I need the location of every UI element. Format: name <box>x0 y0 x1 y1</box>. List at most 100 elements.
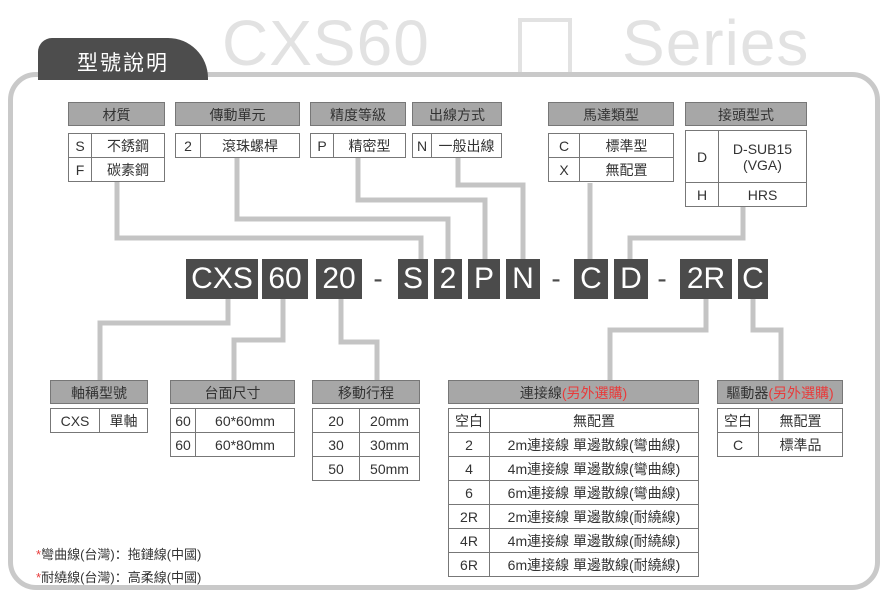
code-drive: 2 <box>434 259 462 299</box>
drive-code: 2 <box>175 133 201 158</box>
cable-title-note: (另外選購) <box>561 385 628 401</box>
cable-label: 4m連接線 單邊散線(彎曲線) <box>489 456 699 481</box>
outlet-label: 一般出線 <box>431 133 502 158</box>
cable-label: 4m連接線 單邊散線(耐繞線) <box>489 528 699 553</box>
diagram-frame <box>8 72 880 590</box>
line-precision <box>355 158 488 262</box>
line-stroke <box>338 298 380 380</box>
cable-code: 2R <box>448 504 490 529</box>
connector-label-line2: (VGA) <box>743 156 782 173</box>
table-size-code: 60 <box>170 432 196 457</box>
motor-label: 無配置 <box>579 157 674 182</box>
cable-label: 2m連接線 單邊散線(彎曲線) <box>489 432 699 457</box>
line-axis <box>97 298 231 380</box>
connector-code: H <box>685 182 719 207</box>
line-table-size <box>231 298 286 380</box>
driver-header: 驅動器(另外選購) <box>717 380 843 404</box>
stroke-label: 30mm <box>359 432 420 457</box>
motor-label: 標準型 <box>579 133 674 158</box>
tab-title: 型號說明 <box>77 52 169 75</box>
motor-code: X <box>548 157 580 182</box>
cable-code: 2 <box>448 432 490 457</box>
stroke-code: 50 <box>312 456 360 481</box>
driver-title: 驅動器 <box>726 385 769 401</box>
line-cable <box>607 298 709 380</box>
cable-code: 6 <box>448 480 490 505</box>
cable-label: 無配置 <box>489 408 699 433</box>
code-driver: C <box>738 259 768 299</box>
footnote-mark: * <box>36 570 42 585</box>
connector-label: HRS <box>718 182 807 207</box>
code-precision: P <box>468 259 500 299</box>
material-header: 材質 <box>68 102 165 126</box>
line-outlet <box>455 158 526 262</box>
connector-label: D-SUB15(VGA) <box>718 130 807 183</box>
table-row: 空白無配置 <box>717 408 843 433</box>
code-table-size: 60 <box>262 259 308 299</box>
stroke-code: 20 <box>312 408 360 433</box>
line-driver <box>750 298 784 380</box>
cable-header: 連接線(另外選購) <box>448 380 699 404</box>
driver-label: 無配置 <box>758 408 843 433</box>
driver-title-note: (另外選購) <box>768 385 834 401</box>
stroke-label: 50mm <box>359 456 420 481</box>
line-connector <box>627 207 746 262</box>
connector-code: D <box>685 130 719 183</box>
code-outlet: N <box>506 259 540 299</box>
table-row: D D-SUB15(VGA) <box>685 130 807 183</box>
code-separator: - <box>551 263 561 294</box>
outlet-code: N <box>412 133 432 158</box>
material-code: F <box>68 157 92 182</box>
cable-code: 空白 <box>448 408 490 433</box>
precision-code: P <box>310 133 334 158</box>
footnote: *耐繞線(台灣)：高柔線(中國) <box>36 567 201 586</box>
table-row: 空白無配置 <box>448 408 699 433</box>
code-connector: D <box>614 259 648 299</box>
header-tab: 型號說明 <box>38 38 208 80</box>
motor-code: C <box>548 133 580 158</box>
table-size-label: 60*80mm <box>195 432 295 457</box>
code-material: S <box>398 259 428 299</box>
table-size-label: 60*60mm <box>195 408 295 433</box>
driver-code: 空白 <box>717 408 759 433</box>
line-material <box>114 180 424 262</box>
driver-code: C <box>717 432 759 457</box>
footnote-mark: * <box>36 547 42 562</box>
cable-title: 連接線 <box>519 385 562 401</box>
footnote-text: 彎曲線(台灣)：拖鏈線(中國) <box>41 547 202 562</box>
stroke-header: 移動行程 <box>312 380 420 404</box>
code-stroke: 20 <box>316 259 362 299</box>
series-title-suffix: Series <box>622 7 810 79</box>
table-size-code: 60 <box>170 408 196 433</box>
code-series: CXS <box>186 259 258 299</box>
axis-code: CXS <box>50 408 100 433</box>
code-cable: 2R <box>680 259 732 299</box>
stroke-label: 20mm <box>359 408 420 433</box>
precision-header: 精度等級 <box>310 102 406 126</box>
code-separator: - <box>373 263 383 294</box>
